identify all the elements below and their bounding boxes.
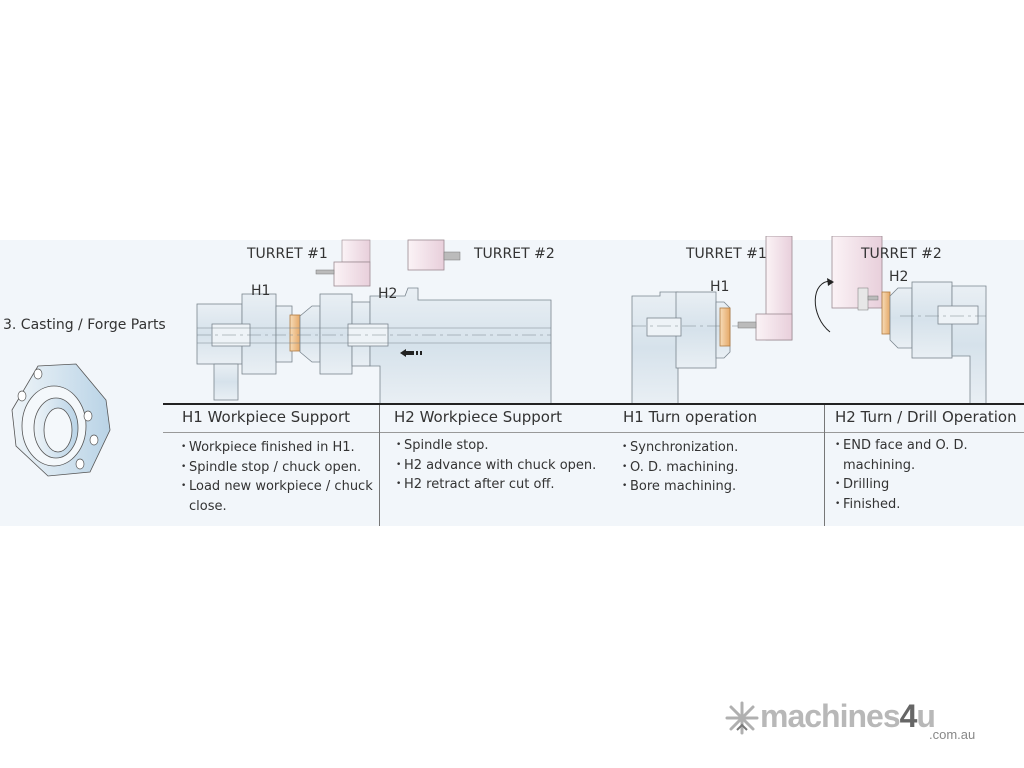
workpiece-a [289, 314, 301, 352]
column-title: H1 Turn operation [623, 408, 758, 426]
list-item: Drilling [835, 475, 1024, 495]
step-list: Synchronization. O. D. machining. Bore m… [604, 433, 824, 497]
column-title: H2 Turn / Drill Operation [835, 408, 1017, 426]
step-column-h2-support: H2 Workpiece Support Spindle stop. H2 ad… [380, 405, 604, 526]
list-item: Spindle stop. [396, 436, 604, 456]
step-list: END face and O. D. machining. Drilling F… [825, 433, 1024, 514]
h1-spindle-a [196, 293, 293, 401]
lathe-diagram [196, 236, 987, 405]
turret1-tool-b [737, 236, 793, 341]
snowflake-logo-icon [725, 701, 759, 735]
h2-spindle-c [889, 281, 987, 405]
arrow-left-icon [400, 349, 422, 357]
step-column-h1-turn: H1 Turn operation Synchronization. O. D.… [604, 405, 824, 526]
step-list: Spindle stop. H2 advance with chuck open… [380, 433, 604, 495]
turret2-label-a: TURRET #2 [474, 246, 555, 262]
list-item: Load new workpiece / chuck close. [181, 477, 374, 516]
logo-text-main: machines [760, 698, 901, 734]
h2-spindle-a [197, 287, 552, 405]
list-item: Finished. [835, 495, 1024, 515]
list-item: END face and O. D. machining. [835, 436, 983, 475]
step-column-h1-support: H1 Workpiece Support Workpiece finished … [163, 405, 380, 526]
turret1-tool-a [315, 239, 371, 287]
machines4u-logo: machines4u .com.au [724, 698, 975, 742]
column-title: H1 Workpiece Support [182, 408, 351, 426]
h2-label-a: H2 [378, 286, 398, 302]
list-item: H2 advance with chuck open. [396, 456, 604, 476]
workpiece-b [719, 307, 731, 347]
list-item: H2 retract after cut off. [396, 475, 604, 495]
logo-text-number: 4 [899, 698, 918, 734]
column-divider [379, 405, 380, 526]
section-title: 3. Casting / Forge Parts [3, 317, 166, 333]
h1-label-b: H1 [710, 279, 730, 295]
column-title: H2 Workpiece Support [394, 408, 563, 426]
step-column-h2-turn-drill: H2 Turn / Drill Operation END face and O… [825, 405, 1024, 526]
list-item: O. D. machining. [622, 458, 824, 478]
table-top-rule [163, 403, 1024, 405]
logo-text-suffix: u [916, 698, 936, 734]
turret1-label-b: TURRET #1 [686, 246, 767, 262]
list-item: Bore machining. [622, 477, 824, 497]
list-item: Workpiece finished in H1. [181, 438, 380, 458]
turret1-label-a: TURRET #1 [247, 246, 328, 262]
turret2-tool-c [814, 236, 883, 333]
turret2-tool-a [407, 239, 461, 271]
h1-label-a: H1 [251, 283, 271, 299]
column-divider [824, 405, 825, 526]
list-item: Spindle stop / chuck open. [181, 458, 380, 478]
logo-domain: .com.au [929, 727, 976, 742]
list-item: Synchronization. [622, 438, 824, 458]
flange-part-illustration [11, 363, 111, 477]
workpiece-c [881, 291, 891, 335]
h2-label-b: H2 [889, 269, 909, 285]
step-list: Workpiece finished in H1. Spindle stop /… [163, 433, 380, 516]
turret2-label-b: TURRET #2 [861, 246, 942, 262]
